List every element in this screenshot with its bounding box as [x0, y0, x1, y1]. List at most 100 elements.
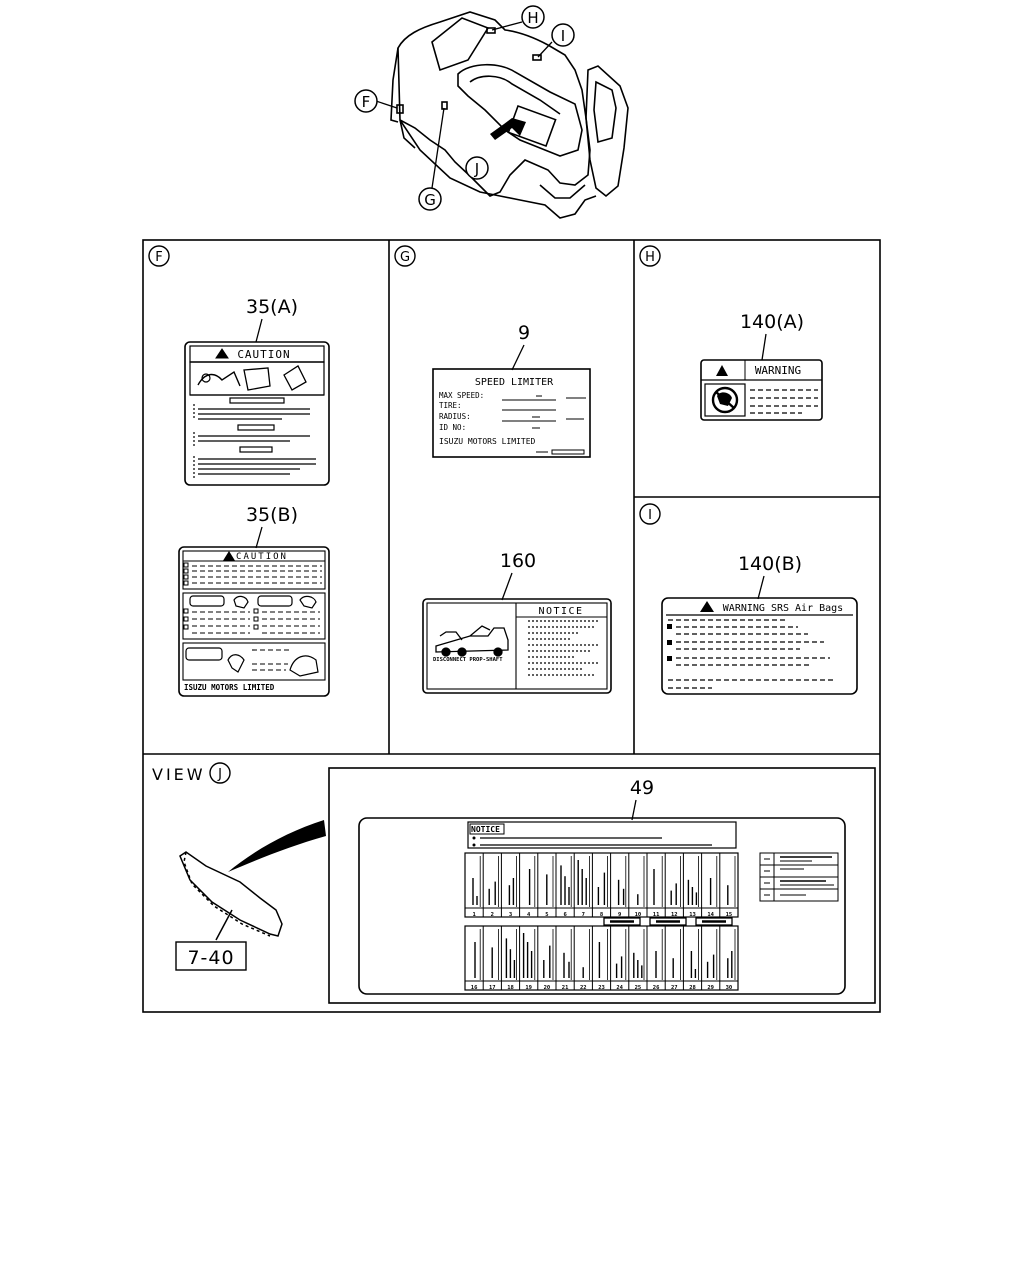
part-9-label: 9 — [518, 322, 530, 344]
svg-text:J: J — [474, 160, 479, 178]
chart-cell-number: 23 — [598, 985, 605, 991]
chart-cell: 20 — [537, 926, 556, 991]
notice-160-title: NOTICE — [538, 606, 583, 617]
lid-part-drawing — [179, 851, 283, 941]
panel-h: H 140(A) WARNING — [639, 245, 823, 421]
detail-grid-frame — [142, 239, 881, 1013]
lid-pointer-wedge — [228, 820, 326, 872]
chart-cell-number: 4 — [527, 912, 531, 918]
chart-cell-number: 28 — [689, 985, 696, 991]
chart-cell: 16 — [464, 926, 484, 991]
part-140a-label: 140(A) — [740, 311, 804, 333]
chart-cell: 5 — [537, 853, 556, 918]
chart-cell: 3 — [500, 853, 520, 918]
chart-cell: 30 — [719, 926, 738, 991]
chart-cell: 14 — [701, 853, 720, 918]
svg-text:I: I — [561, 27, 565, 45]
chart-cell-number: 19 — [525, 985, 532, 991]
chart-cell: 4 — [519, 853, 538, 918]
chart-cell: 11 — [646, 853, 666, 918]
caution-label-35b — [178, 546, 330, 697]
chart-cell: 27 — [664, 926, 684, 991]
callout-i-top: I — [537, 23, 575, 58]
chart-cell-number: 26 — [653, 985, 660, 991]
speed-row-max-speed: MAX SPEED: — [439, 391, 484, 400]
chart-cell-number: 1 — [472, 912, 476, 918]
part-49-label: 49 — [630, 777, 654, 799]
speed-limiter-label: SPEED LIMITER MAX SPEED: TIRE: RADIUS: I… — [432, 368, 591, 458]
chart-cell-number: 9 — [618, 912, 621, 918]
chart-cell-number: 30 — [726, 985, 733, 991]
chart-cell-number: 5 — [545, 912, 548, 918]
part-35b-label: 35(B) — [246, 504, 298, 526]
caution-35b-text: CAUTION — [236, 552, 288, 562]
chart-cell-number: 16 — [471, 985, 478, 991]
chart-cell-number: 17 — [489, 985, 496, 991]
notice-160-disconnect: DISCONNECT PROP-SHAFT — [433, 657, 503, 663]
cab-interior-illustration — [390, 11, 629, 219]
notice-side-table — [759, 852, 839, 902]
chart-cell: 22 — [573, 926, 593, 991]
view-j-arrow — [490, 118, 526, 140]
chart-cell-number: 20 — [544, 985, 551, 991]
chart-cell-number: 2 — [491, 912, 494, 918]
callout-f-top: F — [354, 89, 398, 113]
caution-35a-text: CAUTION — [237, 348, 290, 361]
speed-row-radius: RADIUS: — [439, 412, 471, 421]
chart-cell-number: 29 — [707, 985, 714, 991]
callout-j-top: J — [465, 156, 489, 180]
chart-cell: 21 — [555, 926, 575, 991]
callout-h-top: H — [491, 5, 545, 31]
chart-cell-number: 3 — [509, 912, 512, 918]
chart-cell: 7 — [573, 853, 593, 918]
view-j-title: VIEW — [152, 765, 206, 784]
part-160-label: 160 — [500, 550, 536, 572]
chart-cell: 13 — [682, 853, 702, 918]
warning-label-140a — [700, 359, 823, 421]
view-j-callout: J — [217, 767, 222, 782]
part-140b-label: 140(B) — [738, 553, 802, 575]
chart-cell: 1 — [464, 853, 484, 918]
chart-cell: 19 — [519, 926, 538, 991]
chart-cell: 15 — [719, 853, 738, 918]
svg-text:G: G — [424, 191, 436, 209]
chart-cell-number: 18 — [507, 985, 514, 991]
chart-cell: 23 — [591, 926, 611, 991]
speed-row-id-no: ID NO: — [439, 423, 466, 432]
panel-h-callout: H — [645, 250, 655, 265]
speed-row-tire: TIRE: — [439, 401, 462, 410]
chart-cell: 9 — [610, 853, 629, 918]
chart-cell-number: 15 — [726, 912, 733, 918]
panel-f: F 35(A) — [148, 245, 330, 697]
chart-cell-number: 10 — [635, 912, 642, 918]
chart-cell: 6 — [555, 853, 575, 918]
notice-49-title: NOTICE — [471, 825, 500, 834]
chart-cell: 8 — [591, 853, 611, 918]
chart-cell-number: 11 — [653, 912, 660, 918]
part-35a-label: 35(A) — [246, 296, 298, 318]
chart-cell: 29 — [701, 926, 720, 991]
chart-cell-number: 13 — [689, 912, 696, 918]
chart-cell: 28 — [682, 926, 702, 991]
chart-cell: 12 — [664, 853, 684, 918]
chart-cell-number: 8 — [600, 912, 603, 918]
chart-cell: 25 — [628, 926, 647, 991]
warning-140a-text: WARNING — [755, 364, 801, 377]
panel-g-callout: G — [400, 250, 410, 265]
marker-tabs — [603, 917, 733, 926]
callout-g-top: G — [418, 107, 445, 211]
chart-cell-number: 22 — [580, 985, 587, 991]
chart-cell: 26 — [646, 926, 666, 991]
warning-label-140b — [661, 597, 858, 695]
speed-limiter-maker: ISUZU MOTORS LIMITED — [439, 437, 536, 446]
chart-cell-number: 21 — [562, 985, 569, 991]
svg-text:H: H — [527, 9, 538, 27]
panel-i-callout: I — [648, 508, 652, 523]
panel-i: I 140(B) WARNING SRS Air Bags — [639, 503, 858, 695]
chart-cell-number: 6 — [563, 912, 567, 918]
panel-f-callout: F — [155, 250, 162, 265]
